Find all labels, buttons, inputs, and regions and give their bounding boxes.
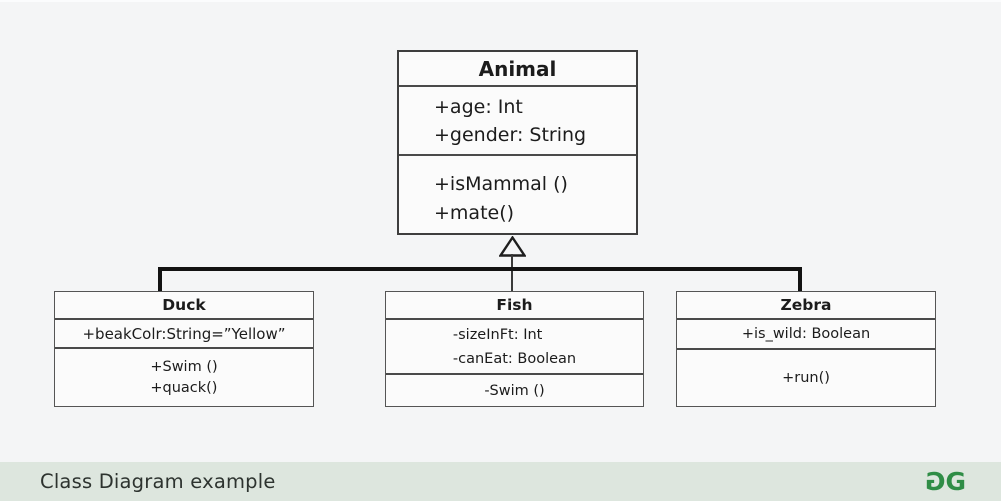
uml-class-duck: Duck +beakColr:String=”Yellow” +Swim () … <box>54 291 314 407</box>
connector-drop-zebra <box>798 267 802 291</box>
logo-letter-right: G <box>945 467 965 496</box>
method-line: +Swim () <box>150 358 218 375</box>
duck-methods: +Swim () +quack() <box>55 349 313 406</box>
animal-methods: +isMammal () +mate() <box>399 156 636 233</box>
attribute-line: +age: Int <box>434 96 523 118</box>
attribute-line: -canEat: Boolean <box>452 350 577 367</box>
fish-methods: -Swim () <box>386 375 643 406</box>
method-line: -Swim () <box>484 382 545 399</box>
logo-letter-left: G <box>927 467 946 496</box>
uml-class-zebra: Zebra +is_wild: Boolean +run() <box>676 291 936 407</box>
attribute-line: +is_wild: Boolean <box>741 326 871 342</box>
attribute-line: +beakColr:String=”Yellow” <box>82 324 286 343</box>
fish-attributes: -sizeInFt: Int -canEat: Boolean <box>386 320 643 375</box>
connector-horizontal <box>158 267 802 271</box>
method-line: +run() <box>782 370 830 386</box>
class-name-duck: Duck <box>55 292 313 320</box>
method-line: +mate() <box>434 202 515 224</box>
class-name-zebra: Zebra <box>677 292 935 320</box>
attribute-line: -sizeInFt: Int <box>452 326 543 343</box>
zebra-attributes: +is_wild: Boolean <box>677 320 935 350</box>
zebra-methods: +run() <box>677 350 935 406</box>
duck-attributes: +beakColr:String=”Yellow” <box>55 320 313 349</box>
class-name-animal: Animal <box>399 52 636 87</box>
connector-drop-duck <box>158 267 162 291</box>
class-name-fish: Fish <box>386 292 643 320</box>
connector-vertical-middle <box>511 254 513 291</box>
attribute-line: +gender: String <box>434 124 587 146</box>
method-line: +isMammal () <box>434 173 568 195</box>
uml-class-fish: Fish -sizeInFt: Int -canEat: Boolean -Sw… <box>385 291 644 407</box>
method-line: +quack() <box>150 379 218 396</box>
caption-text: Class Diagram example <box>40 470 276 493</box>
animal-attributes: +age: Int +gender: String <box>399 87 636 156</box>
uml-class-animal: Animal +age: Int +gender: String +isMamm… <box>397 50 638 235</box>
